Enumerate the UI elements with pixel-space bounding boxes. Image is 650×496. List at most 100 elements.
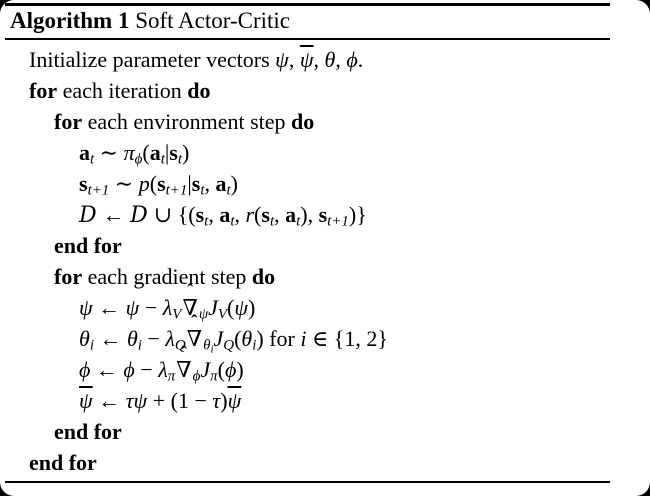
text-segment: π: [210, 368, 218, 385]
nabla-hat-icon: ˆ∇: [176, 344, 191, 385]
text-segment: Initialize parameter vectors: [29, 47, 276, 72]
text-segment: ϕ: [346, 47, 358, 72]
text-segment: t: [160, 151, 165, 168]
text-segment: t: [90, 151, 95, 168]
text-segment: t: [204, 213, 209, 230]
text-segment: θ: [79, 326, 90, 351]
algorithm-line-13: end for: [0, 416, 650, 447]
algorithm-line-7: end for: [0, 230, 650, 261]
text-segment: −: [141, 326, 166, 351]
text-segment: i: [137, 337, 142, 354]
text-segment: each iteration: [57, 78, 188, 103]
text-segment: ϕ: [123, 357, 135, 382]
algorithm-title-number: Algorithm 1: [10, 8, 130, 33]
algorithm-body: Initialize parameter vectors ψ, ψ, θ, ϕ.…: [0, 44, 650, 478]
algorithm-title-name: Soft Actor-Critic: [129, 8, 290, 33]
text-segment: do: [187, 78, 211, 103]
text-segment: .: [357, 47, 364, 72]
algorithm-line-8: for each gradient step do: [0, 261, 650, 292]
text-segment: (: [149, 171, 158, 196]
text-segment: t: [177, 151, 182, 168]
text-segment: s: [169, 140, 178, 165]
text-segment: ∼: [109, 171, 139, 196]
text-segment: end for: [29, 450, 97, 475]
text-segment: each environment step: [82, 109, 292, 134]
text-segment: |: [187, 171, 192, 196]
text-segment: s: [79, 171, 88, 196]
text-segment: do: [251, 264, 276, 289]
text-segment: V: [172, 306, 182, 323]
algorithm-title: Algorithm 1 Soft Actor-Critic: [10, 5, 290, 37]
text-segment: ,: [234, 202, 246, 227]
text-segment: Q: [174, 337, 186, 354]
nabla-symbol: ∇: [186, 326, 203, 351]
hat-accent: ˆ: [191, 312, 198, 334]
text-segment: θ: [324, 47, 336, 72]
text-segment: p: [138, 171, 150, 196]
text-segment: J: [200, 357, 211, 382]
text-segment: t: [269, 213, 275, 230]
text-segment: s: [157, 171, 166, 196]
text-segment: ): [220, 388, 228, 413]
text-segment: (: [234, 326, 242, 351]
text-segment: J: [208, 295, 218, 320]
nabla-hat-icon: ˆ∇: [182, 282, 197, 323]
text-segment: a: [215, 171, 227, 196]
text-segment: ): [181, 140, 190, 165]
text-segment: ψ: [227, 388, 242, 413]
text-segment: ϕ: [134, 151, 143, 168]
bottom-rule: [5, 481, 610, 483]
text-segment: ←: [97, 202, 131, 227]
algorithm-line-14: end for: [0, 447, 650, 478]
text-segment: a: [285, 202, 297, 227]
text-segment: ) for: [256, 326, 301, 351]
text-segment: (: [227, 295, 235, 320]
text-segment: t+1: [327, 213, 349, 230]
algorithm-line-3: for each environment step do: [0, 106, 650, 137]
text-segment: ←: [92, 295, 126, 320]
text-segment: + (1 −: [147, 388, 213, 413]
algorithm-line-5: st+1 ∼ p(st+1|st, at): [0, 168, 650, 199]
text-segment: −: [134, 357, 159, 382]
text-segment: λ: [158, 357, 168, 382]
text-segment: D: [79, 203, 98, 228]
text-segment: ←: [93, 326, 127, 351]
text-segment: a: [79, 140, 90, 165]
text-segment: a: [219, 202, 231, 227]
text-segment: a: [149, 140, 161, 165]
text-segment: ,: [208, 202, 220, 227]
text-segment: ): [236, 357, 244, 382]
hat-accent: ˆ: [187, 281, 194, 303]
text-segment: ,: [274, 202, 286, 227]
text-segment: t: [200, 182, 205, 199]
text-segment: ): [248, 295, 256, 320]
text-segment: λ: [165, 326, 175, 351]
text-segment: D: [130, 203, 149, 228]
text-segment: ,: [335, 47, 347, 72]
algorithm-line-1: Initialize parameter vectors ψ, ψ, θ, ϕ.: [0, 44, 650, 75]
text-segment: ψ: [198, 306, 209, 323]
text-segment: (: [217, 357, 225, 382]
text-segment: i: [252, 337, 257, 354]
text-segment: )}: [348, 202, 367, 227]
text-segment: ϕ: [224, 357, 237, 382]
text-segment: π: [123, 140, 135, 165]
algorithm-line-2: for each iteration do: [0, 75, 650, 106]
text-segment: ),: [300, 202, 319, 227]
hat-accent: ˆ: [180, 343, 188, 365]
text-segment: Q: [223, 337, 235, 354]
text-segment: ,: [288, 47, 300, 72]
text-segment: i: [300, 326, 307, 351]
text-segment: ←: [92, 388, 126, 413]
text-segment: ←: [90, 357, 124, 382]
text-segment: ϕ: [192, 368, 201, 385]
text-segment: s: [191, 171, 201, 196]
text-segment: s: [261, 202, 270, 227]
text-segment: ψ: [299, 47, 314, 72]
text-segment: ψ: [79, 388, 93, 413]
text-segment: ,: [204, 171, 216, 196]
text-segment: s: [195, 202, 205, 227]
algorithm-line-12: ψ ← τψ + (1 − τ)ψ: [0, 385, 650, 416]
